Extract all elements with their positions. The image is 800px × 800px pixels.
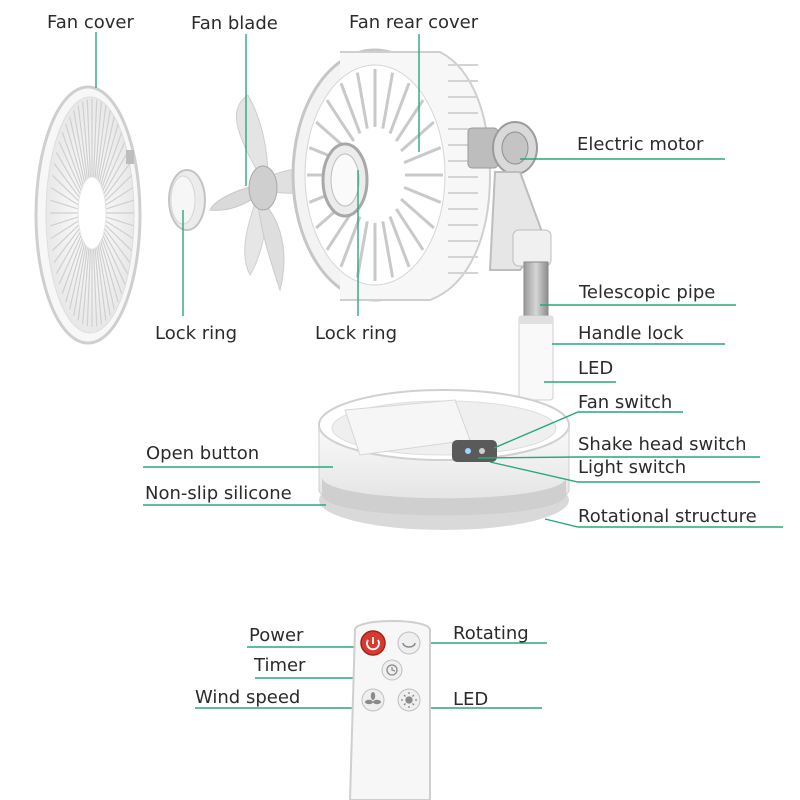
fan-icon [365,692,381,705]
label-remote-rotating: Rotating [453,623,529,644]
label-rotational-structure: Rotational structure [578,506,757,527]
rotate-icon [402,642,416,648]
fan-rear-cover-part [291,48,492,302]
base-part [318,389,570,530]
leader-lines [95,32,783,709]
label-light-switch: Light switch [578,457,687,478]
label-handle-lock: Handle lock [578,323,684,344]
label-fan-blade: Fan blade [191,13,278,34]
label-open-button: Open button [146,443,260,464]
remote-control [348,620,431,800]
label-fan-switch: Fan switch [578,392,673,413]
label-fan-cover: Fan cover [47,12,134,33]
label-remote-led: LED [453,689,489,710]
label-lock-ring-left: Lock ring [155,323,238,344]
label-fan-rear-cover: Fan rear cover [349,12,479,33]
fan-cover-part [34,85,142,345]
label-lock-ring-right: Lock ring [315,323,398,344]
clock-icon [386,664,398,676]
label-telescopic-pipe: Telescopic pipe [579,282,716,303]
label-shake-head-switch: Shake head switch [578,434,747,455]
power-icon [366,637,380,651]
label-remote-power: Power [249,625,304,646]
label-led: LED [578,358,614,379]
light-icon [401,692,417,708]
label-non-slip-silicone: Non-slip silicone [145,483,292,504]
label-remote-timer: Timer [254,655,306,676]
telescopic-pipe-part [518,261,554,401]
rotating-button [397,631,421,655]
lock-ring-left-part [168,169,206,231]
label-remote-wind-speed: Wind speed [195,687,301,708]
label-electric-motor: Electric motor [577,134,704,155]
electric-motor-part [467,121,552,271]
